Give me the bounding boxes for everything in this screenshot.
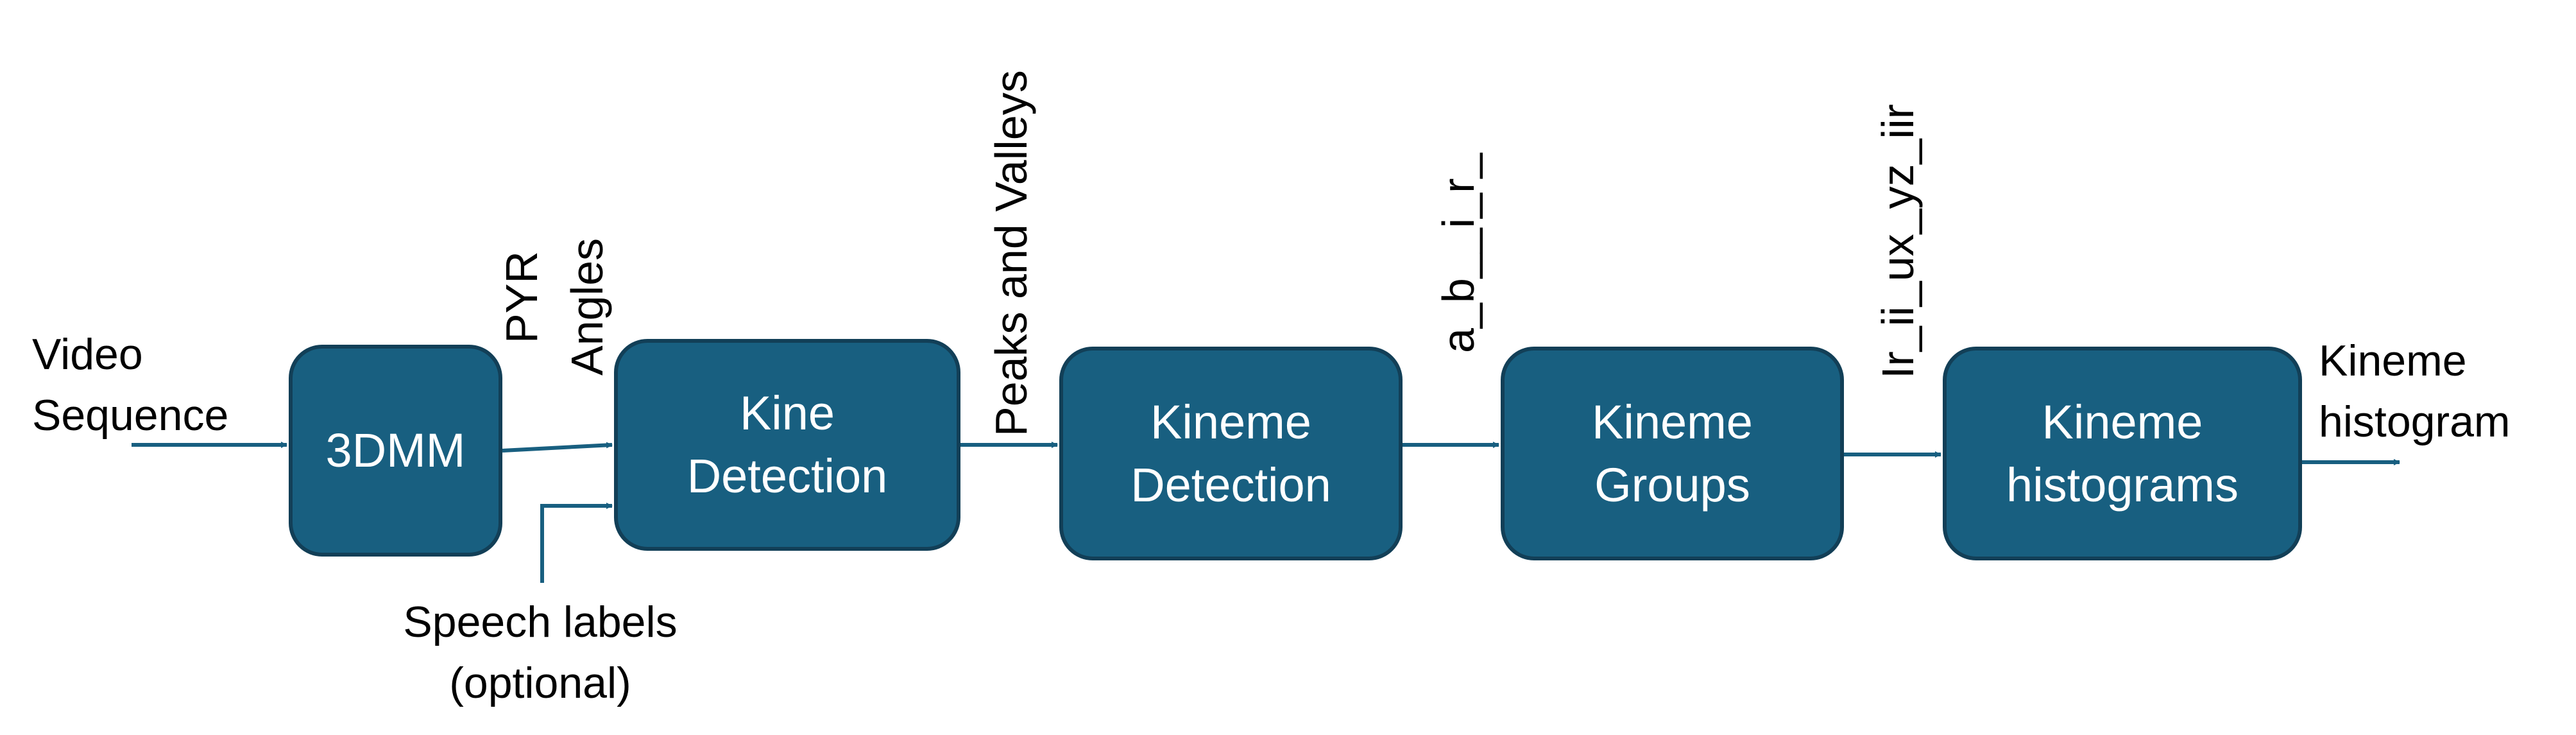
box-3dmm-label: 3DMM <box>325 424 466 478</box>
box-kineme-groups-label: Kineme Groups <box>1592 395 1753 512</box>
box-kine-detection: Kine Detection <box>614 339 960 551</box>
box-kine-detection-label: Kine Detection <box>687 386 888 503</box>
group-sequence-label: Ir_ii_ux_yz_iir <box>1873 104 1923 379</box>
box-kineme-groups: Kineme Groups <box>1501 347 1844 560</box>
pyr-label: PYR <box>497 251 547 343</box>
input-label-line2: Sequence <box>32 391 229 440</box>
kineme-sequence-label: a_b__i_r_ <box>1433 153 1483 353</box>
input-label: Video Sequence <box>32 324 228 446</box>
peaks-valleys-label: Peaks and Valleys <box>986 70 1036 437</box>
input-label-line1: Video <box>32 330 143 379</box>
output-label-line2: histogram <box>2319 397 2511 447</box>
angles-label: Angles <box>562 238 612 376</box>
output-label: Kineme histogram <box>2319 331 2511 453</box>
box-kineme-histograms: Kineme histograms <box>1943 347 2302 560</box>
box-kineme-histograms-label: Kineme histograms <box>2006 395 2239 512</box>
speech-labels-label: Speech labels (optional) <box>393 592 688 714</box>
box-kineme-detection-label: Kineme Detection <box>1130 395 1331 512</box>
arrow-speech-to-kine <box>540 503 613 583</box>
box-3dmm: 3DMM <box>289 345 502 557</box>
box-kineme-detection: Kineme Detection <box>1059 347 1403 560</box>
output-label-line1: Kineme <box>2319 336 2467 385</box>
arrow-3dmm-to-kine <box>502 442 613 453</box>
speech-label-line1: Speech labels <box>403 598 678 646</box>
speech-label-line2: (optional) <box>449 659 631 708</box>
